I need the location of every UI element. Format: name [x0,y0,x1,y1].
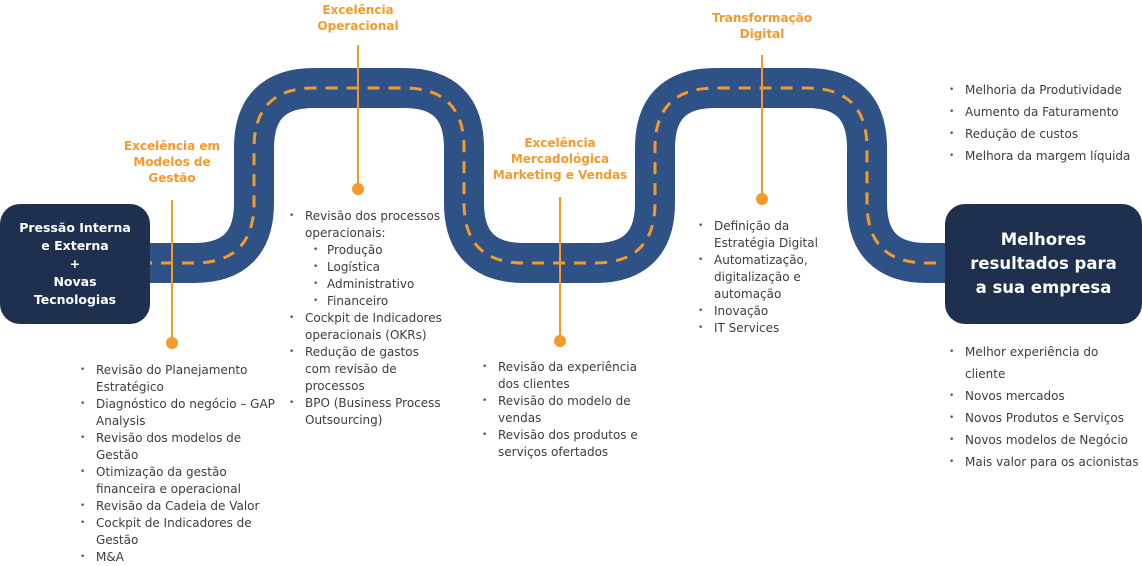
result-item: Melhor experiência do cliente [943,341,1142,385]
stage-title-line: Transformação [711,11,812,25]
start-box-line: Tecnologias [33,292,117,307]
stage-3-title: Excelência Mercadológica Marketing e Ven… [460,135,660,183]
stage-title-line: Excelência [524,136,596,150]
connector-dot [166,337,178,349]
result-item: Novos mercados [943,385,1142,407]
stage-title-line: Digital [739,27,785,41]
list-item: M&A [74,549,279,566]
result-item: Novos modelos de Negócio [943,429,1142,451]
stage-4-title: Transformação Digital [662,10,862,42]
stage-4-list: Definição da Estratégia Digital Automati… [692,218,852,337]
end-box-line: Melhores [1000,230,1087,249]
list-item: Cockpit de Indicadores operacionais (OKR… [283,310,443,344]
stage-title-line: Operacional [317,19,399,33]
list-item-text: Revisão dos processos operacionais: [305,209,441,240]
sub-list-item: Administrativo [305,276,443,293]
sub-list: Produção Logística Administrativo Financ… [305,242,443,310]
start-box: Pressão Interna e Externa + Novas Tecnol… [0,204,150,324]
list-item: Revisão da Cadeia de Valor [74,498,279,515]
result-item: Novos Produtos e Serviços [943,407,1142,429]
stage-title-line: Modelos de [133,155,211,169]
start-box-line: Pressão Interna [19,220,131,235]
start-box-line: e Externa [41,238,109,253]
sub-list-item: Logística [305,259,443,276]
stage-1-title: Excelência em Modelos de Gestão [72,138,272,186]
stage-2-list: Revisão dos processos operacionais: Prod… [283,208,443,429]
stage-3-list: Revisão da experiência dos clientes Revi… [476,359,651,461]
result-item: Redução de custos [943,123,1142,145]
stage-title-line: Marketing e Vendas [492,168,628,182]
list-item: Revisão dos processos operacionais: Prod… [283,208,443,310]
stage-title-line: Excelência [322,3,394,17]
list-item: Redução de gastos com revisão de process… [283,344,443,395]
end-box: Melhores resultados para a sua empresa [945,204,1142,324]
list-item: Revisão da experiência dos clientes [476,359,651,393]
connector-dot [554,335,566,347]
end-box-line: resultados para [970,254,1117,273]
stage-title-line: Excelência em [123,139,221,153]
result-item: Mais valor para os acionistas [943,451,1142,473]
end-box-line: a sua empresa [975,278,1112,297]
results-bottom-list: Melhor experiência do cliente Novos merc… [943,341,1142,473]
start-box-line: Novas [53,274,97,289]
list-item: Definição da Estratégia Digital [692,218,852,252]
list-item: Revisão dos produtos e serviços ofertado… [476,427,651,461]
list-item: BPO (Business Process Outsourcing) [283,395,443,429]
connector-stage-2 [352,45,364,195]
connector-stage-4 [756,55,768,205]
sub-list-item: Produção [305,242,443,259]
list-item: Otimização da gestão financeira e operac… [74,464,279,498]
stage-2-title: Excelência Operacional [258,2,458,34]
list-item: Revisão do modelo de vendas [476,393,651,427]
list-item: IT Services [692,320,852,337]
sub-list-item: Financeiro [305,293,443,310]
result-item: Melhoria da Produtividade [943,79,1142,101]
connector-stage-1 [166,200,178,349]
start-box-line: + [69,256,81,271]
list-item: Automatização, digitalização e automação [692,252,852,303]
list-item: Inovação [692,303,852,320]
stage-title-line: Mercadológica [510,152,610,166]
stage-1-list: Revisão do Planejamento Estratégico Diag… [74,362,279,566]
results-top-list: Melhoria da Produtividade Aumento da Fat… [943,79,1142,167]
list-item: Revisão do Planejamento Estratégico [74,362,279,396]
result-item: Melhora da margem líquida [943,145,1142,167]
list-item: Revisão dos modelos de Gestão [74,430,279,464]
list-item: Diagnóstico do negócio – GAP Analysis [74,396,279,430]
connector-dot [756,193,768,205]
stage-title-line: Gestão [148,171,196,185]
connector-stage-3 [554,197,566,347]
list-item: Cockpit de Indicadores de Gestão [74,515,279,549]
result-item: Aumento da Faturamento [943,101,1142,123]
connector-dot [352,183,364,195]
